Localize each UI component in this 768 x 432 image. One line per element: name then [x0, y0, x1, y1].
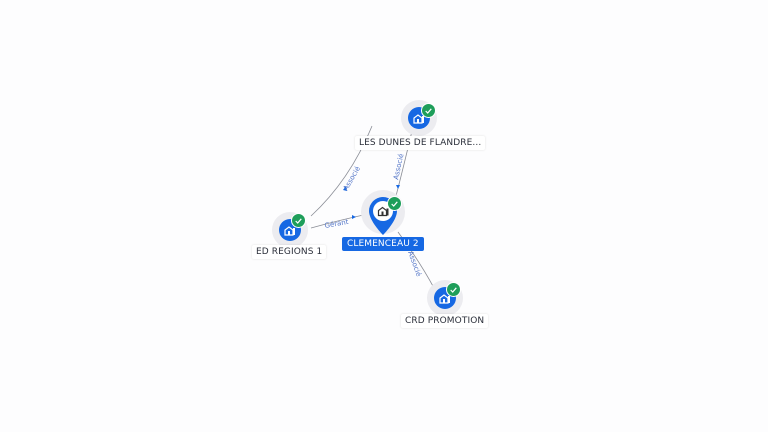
verified-check-icon — [421, 103, 436, 118]
verified-check-icon — [446, 282, 461, 297]
building-icon — [413, 113, 424, 124]
building-icon — [284, 225, 295, 236]
edge-label-left-top: Associé — [342, 165, 362, 192]
node-label[interactable]: ED REGIONS 1 — [252, 245, 327, 259]
edge-arrow — [343, 186, 347, 191]
edge-arrow — [352, 215, 356, 219]
verified-check-icon — [387, 196, 402, 211]
building-icon — [439, 293, 450, 304]
node-label[interactable]: CLEMENCEAU 2 — [342, 237, 424, 251]
edge-arrow — [396, 185, 400, 189]
node-label[interactable]: LES DUNES DE FLANDRE... — [355, 136, 486, 150]
node-label[interactable]: CRD PROMOTION — [401, 314, 489, 328]
verified-check-icon — [291, 213, 306, 228]
edge-label-left-center: Gérant — [324, 218, 349, 230]
